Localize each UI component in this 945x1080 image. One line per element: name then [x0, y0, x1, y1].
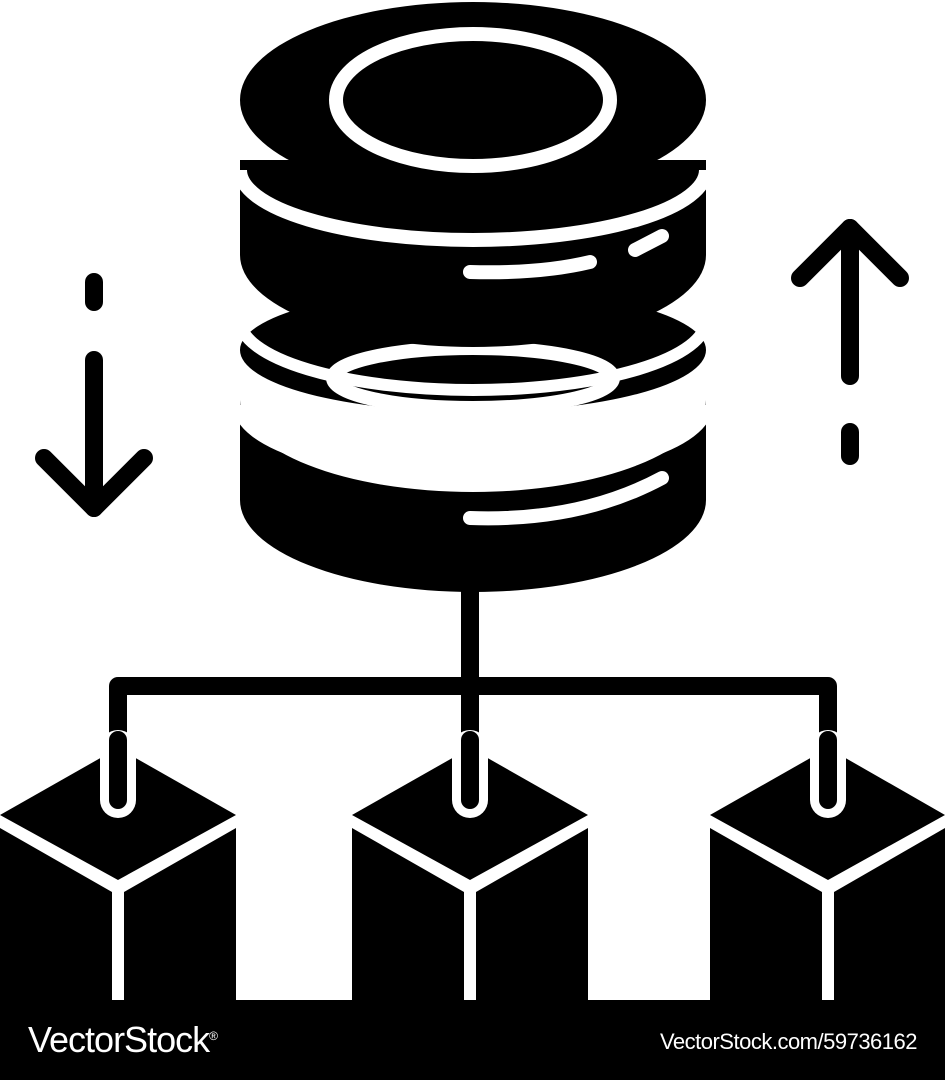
cube-icon-left — [0, 730, 236, 1000]
database-separator-2 — [234, 319, 712, 396]
database-icon — [233, 2, 713, 592]
watermark-bar: VectorStock® VectorStock.com/59736162 — [0, 1000, 945, 1080]
database-distribution-illustration — [0, 2, 945, 1000]
arrow-up-icon — [791, 219, 909, 465]
database-separator-1 — [233, 169, 713, 247]
image-credit: VectorStock.com/59736162 — [659, 1029, 918, 1054]
database-bottom-layer — [240, 400, 706, 592]
cube-icon-center — [352, 730, 588, 1000]
database-top-layer — [240, 160, 706, 347]
database-highlight-top-dash — [628, 229, 669, 257]
database-highlight-top — [463, 255, 597, 280]
database-highlight-bottom — [463, 471, 669, 526]
logo-text: VectorStock — [28, 1019, 210, 1060]
arrow-down-icon — [35, 273, 153, 517]
database-top-ring — [329, 27, 617, 173]
registered-mark: ® — [209, 1029, 218, 1043]
cube-icon-right — [710, 730, 945, 1000]
vectorstock-logo: VectorStock® — [28, 1017, 218, 1063]
database-top-cap — [240, 2, 706, 198]
database-separator-3 — [233, 404, 713, 482]
